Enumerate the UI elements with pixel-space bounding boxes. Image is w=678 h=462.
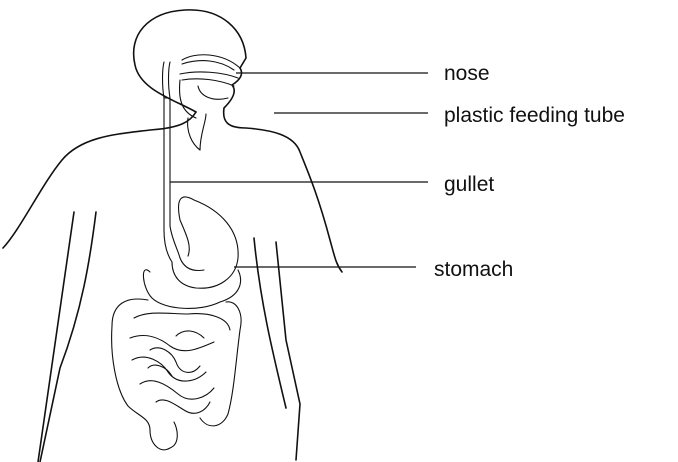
leader-lines [170,73,428,267]
stomach [172,197,238,288]
nasal-cavity [180,55,240,150]
gullet-label: gullet [444,173,494,196]
stomach-label: stomach [434,258,513,281]
nose-label: nose [444,62,490,85]
gullet-tube [163,62,181,262]
intestines [112,270,241,450]
feeding-tube-label: plastic feeding tube [444,104,625,127]
